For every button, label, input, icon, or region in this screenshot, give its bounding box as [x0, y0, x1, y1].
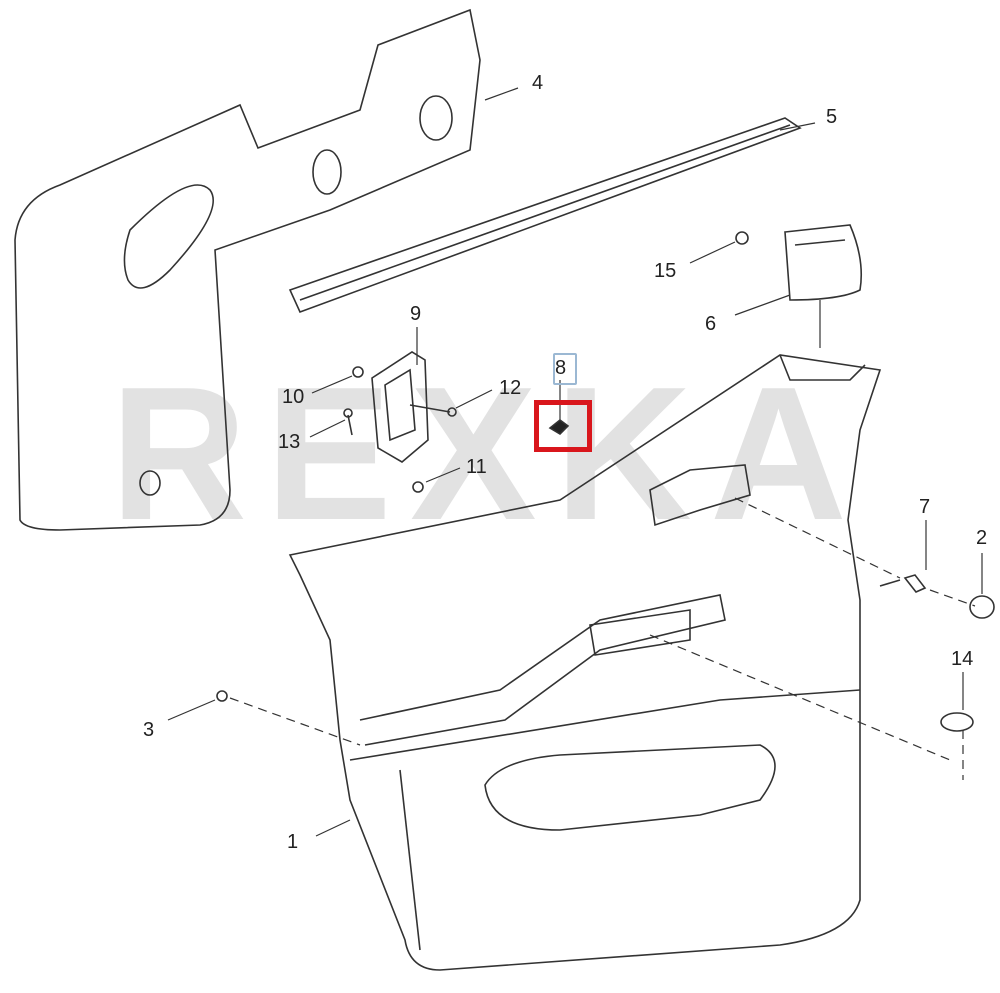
callout-6: 6 — [705, 313, 717, 335]
part-13-clip — [347, 414, 353, 436]
callout-8: 8 — [555, 357, 567, 379]
part-11-nut — [412, 481, 424, 493]
part-7-screw — [879, 574, 927, 593]
part-12-screw — [409, 404, 451, 413]
callout-9: 9 — [410, 303, 422, 325]
highlight-box-part-8 — [534, 400, 592, 452]
callout-3: 3 — [143, 719, 155, 741]
part-1-door-trim-panel — [288, 354, 882, 971]
part-8-clip — [548, 418, 570, 436]
callout-8-box — [553, 353, 577, 385]
part-15-screw — [735, 231, 749, 245]
callout-7: 7 — [919, 496, 931, 518]
callout-13: 13 — [278, 431, 301, 453]
callout-11: 11 — [466, 456, 487, 478]
part-6-bezel — [784, 224, 863, 301]
part-2-cap — [969, 595, 995, 619]
callout-10: 10 — [282, 386, 305, 408]
callout-4: 4 — [532, 72, 544, 94]
part-14-cap — [940, 712, 974, 732]
part-3-screw — [216, 690, 228, 702]
callout-2: 2 — [976, 527, 988, 549]
callout-12: 12 — [499, 377, 522, 399]
callout-14: 14 — [951, 648, 974, 670]
part-4-deflector-panel — [14, 8, 481, 531]
callout-5: 5 — [826, 106, 838, 128]
part-9-bracket — [371, 351, 429, 463]
part-5-sealing-strip — [288, 117, 802, 314]
watermark: REXKA — [110, 348, 866, 560]
callout-1: 1 — [287, 831, 299, 853]
part-10-nut — [352, 366, 364, 378]
callout-15: 15 — [654, 260, 677, 282]
